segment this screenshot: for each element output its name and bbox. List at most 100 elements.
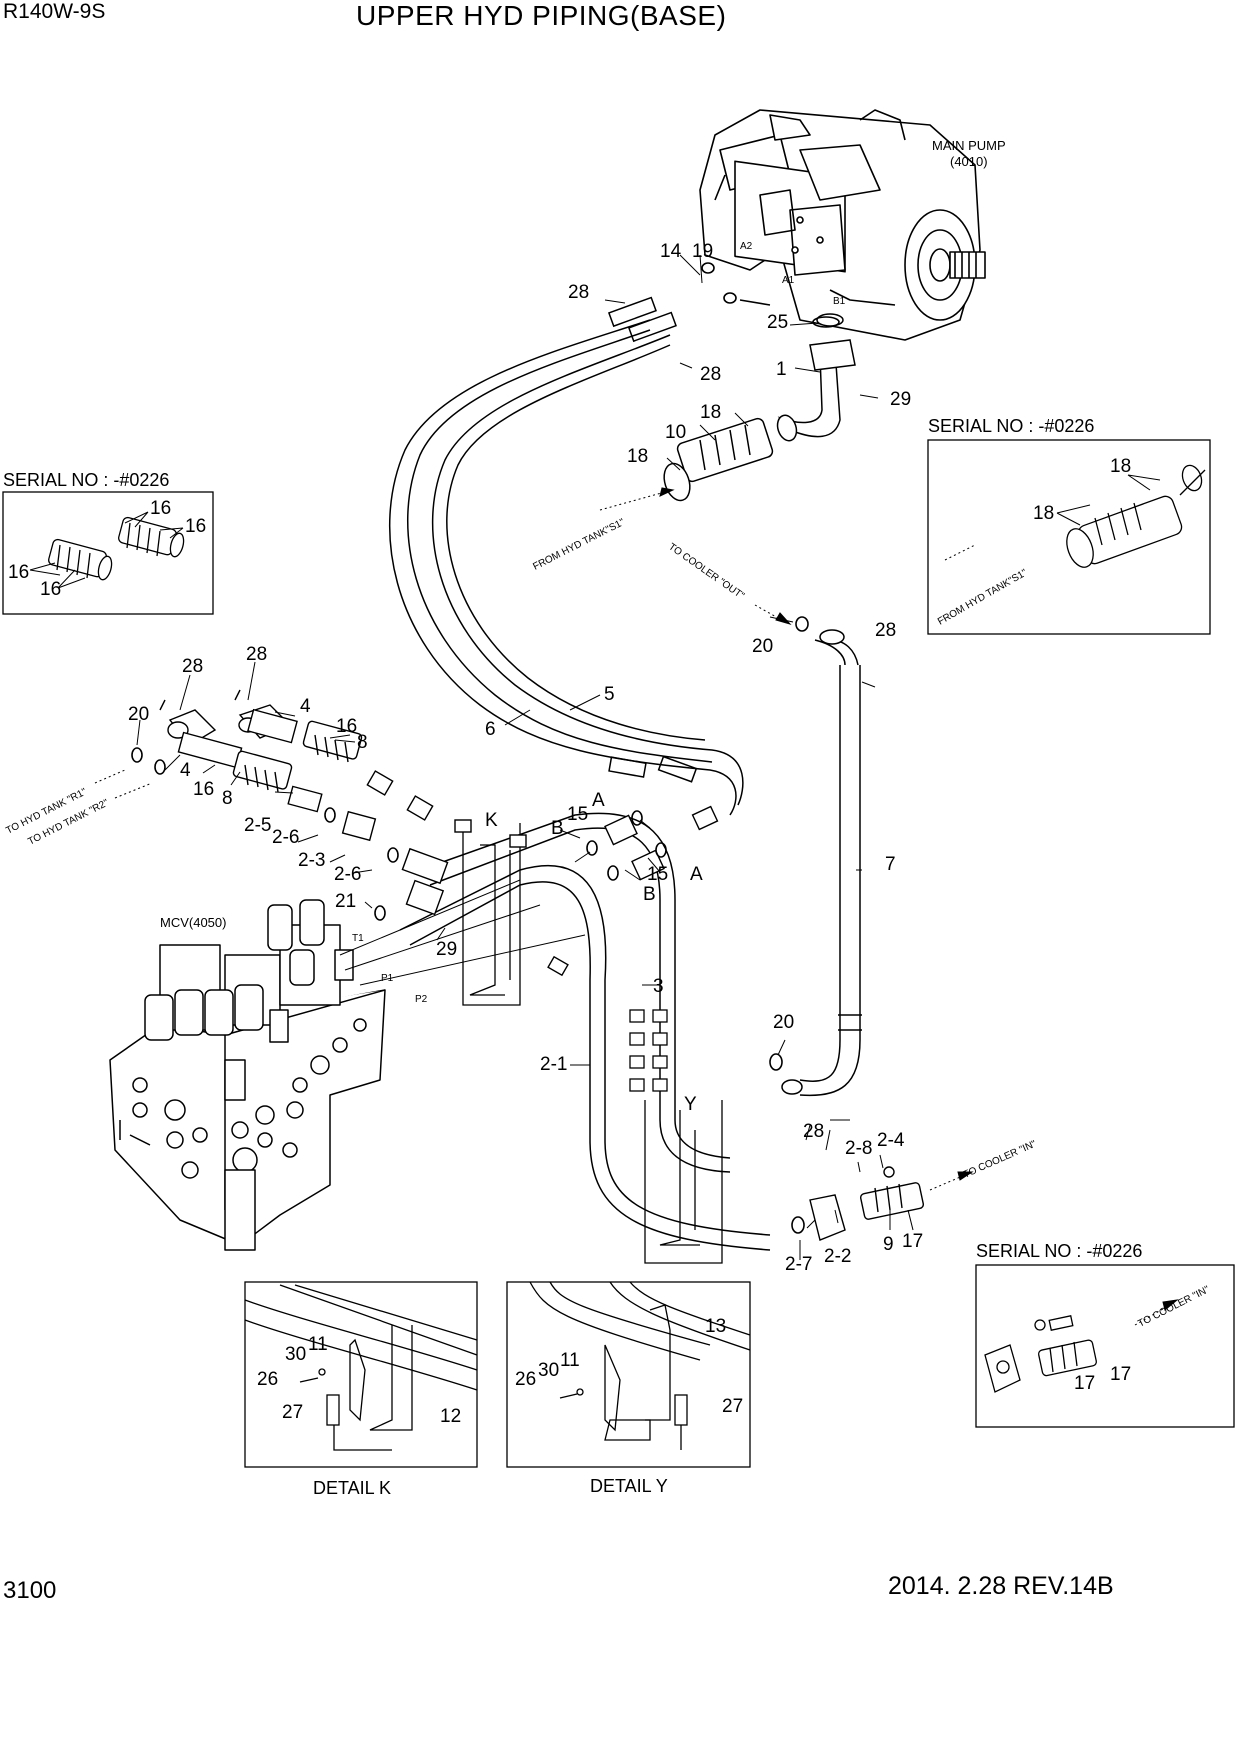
callout-3: 3 (653, 976, 664, 997)
page-number: 3100 (3, 1577, 57, 1604)
callout-13-detail-y: 13 (705, 1316, 726, 1337)
callout-11-detail-k: 11 (308, 1334, 328, 1355)
from-hyd-tank-s1-label: FROM HYD TANK"S1" (531, 517, 627, 573)
callout-2-5: 2-5 (244, 815, 271, 836)
serial-note-right-lower: SERIAL NO : -#0226 (976, 1241, 1142, 1261)
pipe-1-hose-10 (663, 313, 856, 502)
page-title: UPPER HYD PIPING(BASE) (356, 0, 727, 31)
callout-7: 7 (885, 854, 896, 875)
callout-17-inset-b: 17 (1110, 1364, 1131, 1385)
callout-1: 1 (776, 359, 787, 380)
callout-28-left-a: 28 (246, 644, 267, 665)
callout-30-detail-y: 30 (538, 1360, 559, 1381)
callout-leaders (136, 254, 914, 1260)
callout-10: 10 (665, 422, 686, 443)
callout-18-a: 18 (700, 402, 721, 423)
callout-16-a: 16 (336, 716, 357, 737)
callout-20-cooler: 20 (752, 636, 773, 657)
bracket-y (644, 1100, 723, 1264)
o-rings (131, 262, 840, 1234)
detail-k-title: DETAIL K (313, 1478, 391, 1498)
callout-12-detail-k: 12 (440, 1406, 461, 1427)
callout-20-left: 20 (128, 704, 149, 725)
pipe-7 (781, 629, 862, 1097)
callout-28-pump-a: 28 (568, 282, 589, 303)
main-pump-label: MAIN PUMP (932, 138, 1006, 153)
callout-8-b: 8 (222, 788, 233, 809)
outlet-2-2-hose-9 (809, 1166, 925, 1241)
callout-17: 17 (902, 1231, 923, 1252)
callout-2-2: 2-2 (824, 1246, 851, 1267)
serial-note-right-upper: SERIAL NO : -#0226 (928, 416, 1094, 436)
serial-inset-right-lower: SERIAL NO : -#0226 17 17 TO COOLER "IN" (975, 1241, 1235, 1428)
callout-28-pipe7: 28 (803, 1121, 824, 1142)
serial-note-left: SERIAL NO : -#0226 (3, 470, 169, 490)
return-line-components (159, 689, 719, 977)
model-code: R140W-9S (3, 0, 106, 23)
callout-2-6-a: 2-6 (272, 827, 299, 848)
callout-20-pipe7: 20 (773, 1012, 794, 1033)
callout-28-left-b: 28 (182, 656, 203, 677)
detail-y-title: DETAIL Y (590, 1476, 668, 1496)
to-cooler-out-label: TO COOLER "OUT" (666, 541, 746, 602)
detail-y-box: 26 30 11 13 27 DETAIL Y (506, 1281, 751, 1496)
callout-30-detail-k: 30 (285, 1344, 306, 1365)
callout-17-inset-a: 17 (1074, 1373, 1095, 1394)
callout-25: 25 (767, 312, 788, 333)
callout-26-detail-k: 26 (257, 1369, 278, 1390)
port-a1-label: A1 (782, 275, 795, 286)
callout-9: 9 (883, 1234, 894, 1255)
from-hyd-tank-s1-inset: FROM HYD TANK"S1" (936, 567, 1030, 627)
mcv-label: MCV(4050) (160, 915, 226, 930)
hose-5-6-loop (388, 296, 744, 816)
callout-15-b: 15 (647, 864, 668, 885)
callout-21: 21 (335, 891, 356, 912)
port-a2-label: A2 (740, 241, 753, 252)
flow-arrows (94, 487, 1179, 1326)
callout-4-a: 4 (300, 696, 311, 717)
callout-a-upper: A (592, 790, 605, 811)
callout-28-cooler: 28 (875, 620, 896, 641)
callout-4-b: 4 (180, 760, 191, 781)
callout-6: 6 (485, 719, 496, 740)
callout-28-pump-b: 28 (700, 364, 721, 385)
callout-18-inset-b: 18 (1033, 503, 1054, 524)
callout-18-b: 18 (627, 446, 648, 467)
callout-2-6-b: 2-6 (334, 864, 361, 885)
main-pump (699, 109, 986, 341)
callout-16-inset-b: 16 (185, 516, 206, 537)
main-pump-code: (4010) (950, 154, 988, 169)
callout-11-detail-y: 11 (560, 1350, 580, 1371)
callout-16-inset-d: 16 (40, 579, 61, 600)
callout-8-a: 8 (357, 732, 368, 753)
callout-16-inset-c: 16 (8, 562, 29, 583)
callout-b-upper: B (551, 818, 564, 839)
detail-k-marker: K (485, 810, 498, 831)
callout-2-3: 2-3 (298, 850, 325, 871)
callout-2-7: 2-7 (785, 1254, 812, 1275)
detail-y-marker: Y (684, 1094, 697, 1115)
pipes-2-1-and-3 (399, 812, 771, 1251)
callout-5: 5 (604, 684, 615, 705)
mcv-valve (109, 899, 386, 1251)
revision-date: 2014. 2.28 REV.14B (888, 1572, 1114, 1600)
callout-26-detail-y: 26 (515, 1369, 536, 1390)
to-cooler-in-inset: TO COOLER "IN" (1136, 1284, 1211, 1330)
callout-b-lower: B (643, 884, 656, 905)
to-cooler-in-label: TO COOLER "IN" (962, 1139, 1039, 1181)
callout-27-detail-k: 27 (282, 1402, 303, 1423)
port-t1-label: T1 (352, 933, 364, 944)
fitting-cluster (629, 1009, 668, 1092)
callout-18-inset-a: 18 (1110, 456, 1131, 477)
detail-k-box: 26 30 11 27 12 DETAIL K (244, 1281, 478, 1498)
mcv-port-lines (339, 879, 586, 986)
callout-2-1: 2-1 (540, 1054, 567, 1075)
callout-29-mcv: 29 (436, 939, 457, 960)
port-p2-label: P2 (415, 994, 428, 1005)
serial-inset-left: SERIAL NO : -#0226 16 16 16 16 (2, 470, 214, 615)
callout-14: 14 (660, 241, 682, 262)
callout-a-lower: A (690, 864, 703, 885)
callout-19: 19 (692, 241, 713, 262)
callout-29-pump: 29 (890, 389, 911, 410)
